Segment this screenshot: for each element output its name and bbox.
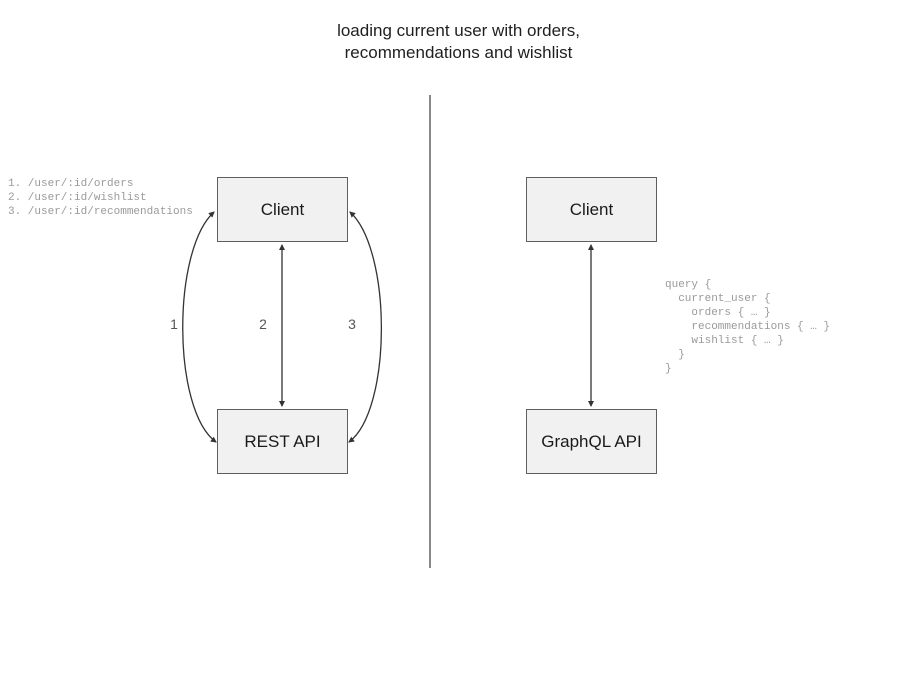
node-client-rest[interactable]: Client bbox=[217, 177, 348, 242]
node-graphql-api[interactable]: GraphQL API bbox=[526, 409, 657, 474]
edge-label-2: 2 bbox=[259, 316, 267, 332]
rest-endpoints-caption: 1. /user/:id/orders 2. /user/:id/wishlis… bbox=[8, 178, 193, 218]
graphql-query-caption: query { current_user { orders { … } reco… bbox=[665, 279, 831, 375]
diagram-title: loading current user with orders, recomm… bbox=[337, 21, 580, 62]
node-client-graphql[interactable]: Client bbox=[526, 177, 657, 242]
edge-1-path bbox=[182, 211, 217, 443]
edge-label-1: 1 bbox=[170, 316, 178, 332]
edge-label-3: 3 bbox=[348, 316, 356, 332]
node-rest-api[interactable]: REST API bbox=[217, 409, 348, 474]
edge-3-path bbox=[348, 211, 382, 443]
